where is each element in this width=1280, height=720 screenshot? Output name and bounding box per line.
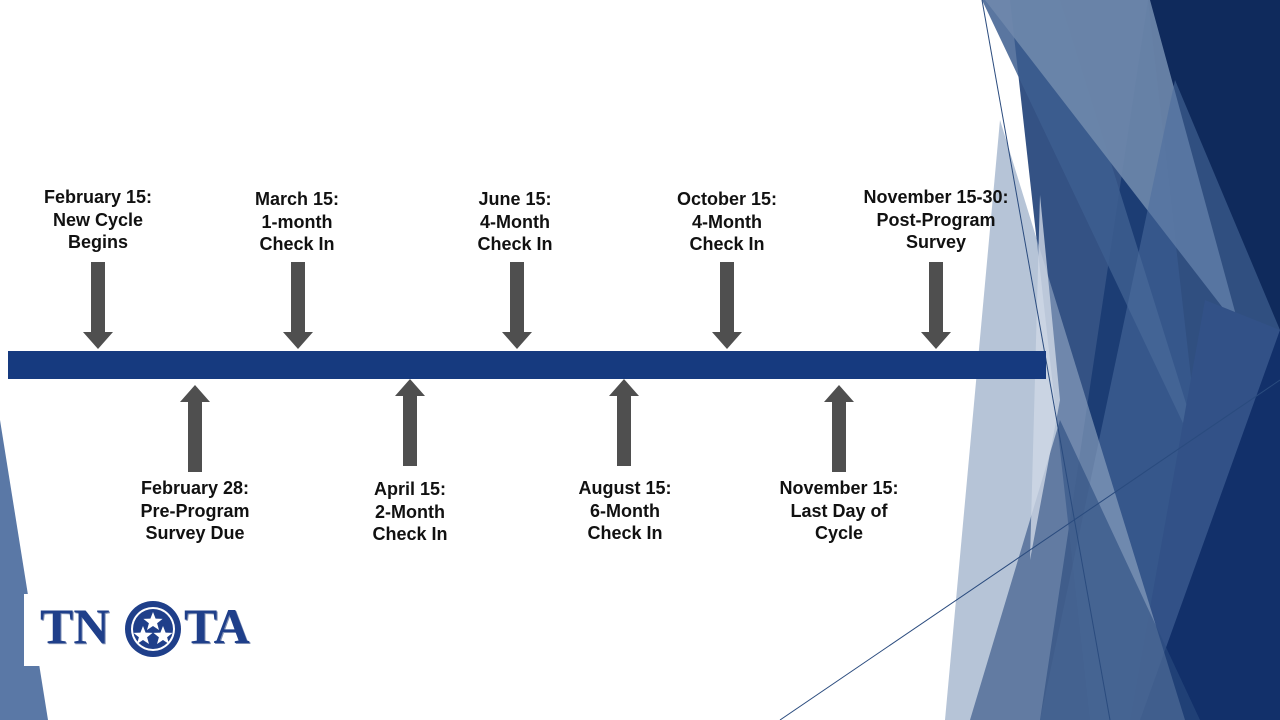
down-arrow-icon [921, 262, 951, 349]
milestone-text: New Cycle [52, 209, 144, 230]
milestone-text: 6-Month [590, 500, 660, 521]
milestone-text: Check In [477, 234, 553, 254]
milestone-text: 4-Month [692, 211, 762, 232]
milestone-date: March 15: [254, 189, 340, 209]
down-arrow-icon [712, 262, 742, 349]
milestone-text: Cycle [814, 523, 864, 543]
milestone-text: 2-Month [375, 501, 445, 522]
milestone-date: October 15: [676, 189, 778, 209]
milestone-date: June 15: [478, 189, 552, 209]
down-arrow-icon [502, 262, 532, 349]
milestone-date: August 15: [578, 478, 672, 498]
milestone-label-jun-15: June 15: 4-Month Check In [430, 188, 600, 256]
milestone-text: Check In [259, 234, 335, 254]
milestone-text: Pre-Program [140, 500, 250, 521]
milestone-text: Post-Program [876, 209, 996, 230]
logo-text-right: TA [184, 598, 250, 654]
logo-text-left: TN [40, 598, 110, 654]
up-arrow-icon [609, 379, 639, 466]
up-arrow-icon [180, 385, 210, 472]
three-stars-emblem-icon [125, 601, 181, 657]
milestone-date: February 15: [43, 187, 153, 207]
milestone-label-oct-15: October 15: 4-Month Check In [642, 188, 812, 256]
milestone-label-mar-15: March 15: 1-month Check In [212, 188, 382, 256]
milestone-text: Check In [372, 524, 448, 544]
milestone-label-aug-15: August 15: 6-Month Check In [540, 477, 710, 545]
milestone-text: Check In [689, 234, 765, 254]
down-arrow-icon [83, 262, 113, 349]
milestone-label-apr-15: April 15: 2-Month Check In [325, 478, 495, 546]
up-arrow-icon [395, 379, 425, 466]
tnota-logo: TN TA [24, 594, 260, 666]
milestone-text: Check In [587, 523, 663, 543]
milestone-text: Survey Due [145, 523, 245, 543]
milestone-text: Begins [67, 232, 128, 252]
milestone-date: November 15-30: [863, 187, 1009, 207]
milestone-date: November 15: [779, 478, 899, 498]
milestone-label-nov-15: November 15: Last Day of Cycle [754, 477, 924, 545]
milestone-text: 4-Month [480, 211, 550, 232]
milestone-text: 1-month [261, 211, 333, 232]
timeline-bar [8, 351, 1046, 379]
milestone-date: April 15: [373, 479, 447, 499]
milestone-date: February 28: [140, 478, 250, 498]
up-arrow-icon [824, 385, 854, 472]
down-arrow-icon [283, 262, 313, 349]
milestone-label-nov-15-30: November 15-30: Post-Program Survey [851, 186, 1021, 254]
milestone-label-feb-28: February 28: Pre-Program Survey Due [110, 477, 280, 545]
milestone-text: Survey [905, 232, 967, 252]
milestone-label-feb-15: February 15: New Cycle Begins [13, 186, 183, 254]
milestone-text: Last Day of [790, 500, 888, 521]
